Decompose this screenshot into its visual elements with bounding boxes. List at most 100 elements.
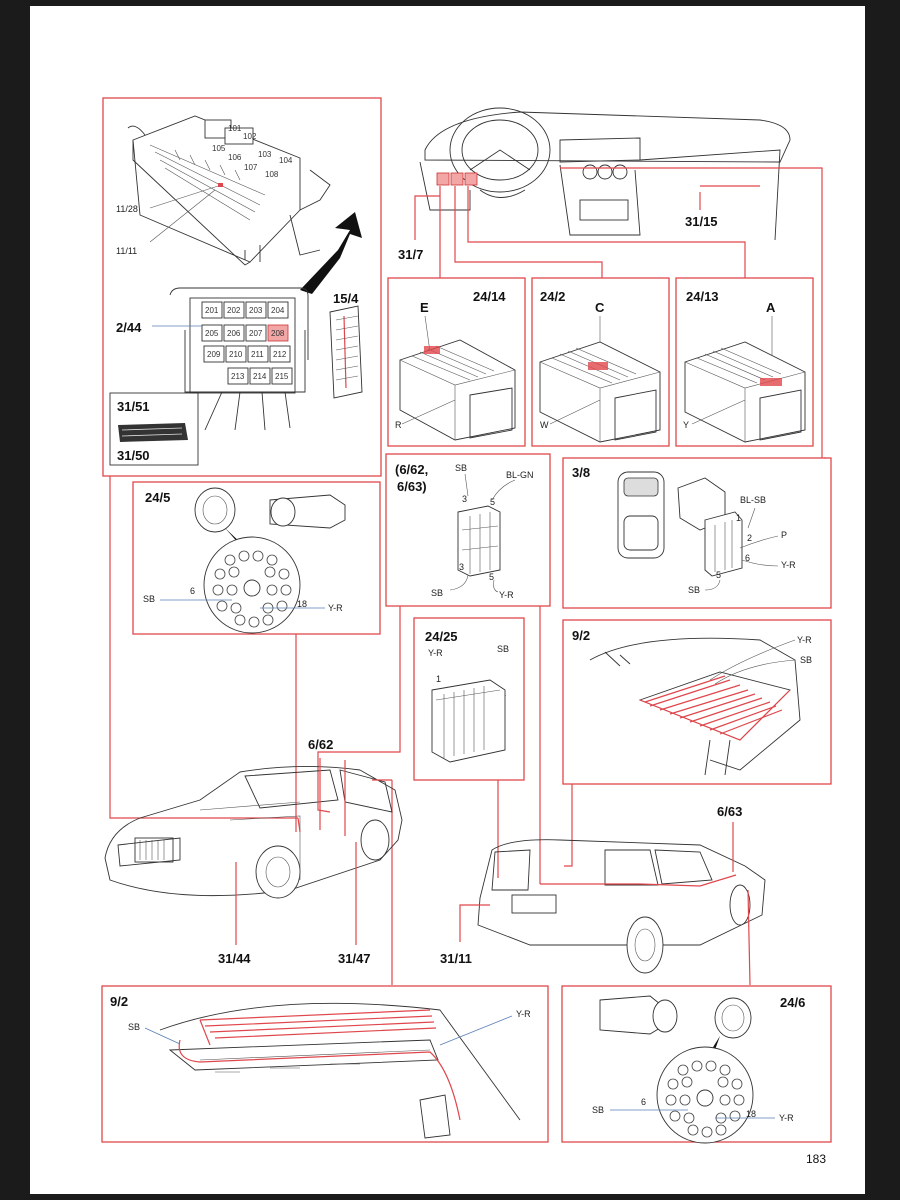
fuse-101: 101 xyxy=(228,124,242,133)
svg-text:Y-R: Y-R xyxy=(797,635,812,645)
manual-page: 101 102 103 104 105 106 107 108 11/28 11… xyxy=(30,6,865,1194)
svg-text:1: 1 xyxy=(436,674,441,684)
svg-text:5: 5 xyxy=(489,572,494,582)
fuse-103: 103 xyxy=(258,150,272,159)
label-11-28: 11/28 xyxy=(116,204,138,214)
svg-text:SB: SB xyxy=(688,585,700,595)
switch-3-8: 3/8 BL-SB 1 P 2 6 Y-R 5 SB xyxy=(562,457,832,609)
svg-text:2: 2 xyxy=(747,533,752,543)
svg-text:24/6: 24/6 xyxy=(780,995,805,1010)
svg-text:SB: SB xyxy=(431,588,443,598)
fusebox-panel: 101 102 103 104 105 106 107 108 11/28 11… xyxy=(102,97,382,477)
relay-205: 205 xyxy=(205,329,219,338)
svg-text:Y-R: Y-R xyxy=(499,590,514,600)
label-31-51: 31/51 xyxy=(117,399,150,414)
svg-text:6: 6 xyxy=(641,1097,646,1107)
interior-9-2: 9/2 SB Y-R xyxy=(101,985,549,1143)
svg-text:W: W xyxy=(540,420,549,430)
wagon-drawing: 6/63 31/11 xyxy=(440,804,766,986)
svg-text:5: 5 xyxy=(716,570,721,580)
svg-text:6/63): 6/63) xyxy=(397,479,427,494)
svg-text:9/2: 9/2 xyxy=(110,994,128,1009)
dashboard-drawing: 31/15 31/7 xyxy=(398,107,823,458)
wiring-diagram: 101 102 103 104 105 106 107 108 11/28 11… xyxy=(101,97,832,1166)
connector-6-62: (6/62, 6/63) SB BL-GN 3 5 3 5 SB Y-R xyxy=(385,453,551,607)
sedan-drawing: 6/62 31/44 31/47 xyxy=(104,737,403,966)
fuse-106: 106 xyxy=(228,153,242,162)
label-11-11: 11/11 xyxy=(116,246,137,256)
connector-block-c: 24/2 C W xyxy=(531,277,670,447)
label-31-50: 31/50 xyxy=(117,448,150,463)
sedan-label-31-44: 31/44 xyxy=(218,951,251,966)
connector-block-e: 24/14 E R xyxy=(387,277,526,447)
label-31-15: 31/15 xyxy=(685,214,718,229)
relay-206: 206 xyxy=(227,329,241,338)
svg-text:BL-SB: BL-SB xyxy=(740,495,766,505)
svg-text:BL-GN: BL-GN xyxy=(506,470,534,480)
svg-text:SB: SB xyxy=(455,463,467,473)
svg-text:6: 6 xyxy=(745,553,750,563)
svg-text:9/2: 9/2 xyxy=(572,628,590,643)
relay-208: 208 xyxy=(271,329,285,338)
svg-text:24/2: 24/2 xyxy=(540,289,565,304)
connector-block-a: 24/13 A Y xyxy=(675,277,814,447)
relay-213: 213 xyxy=(231,372,245,381)
wagon-label-6-63: 6/63 xyxy=(717,804,742,819)
svg-text:P: P xyxy=(781,530,787,540)
svg-text:Y-R: Y-R xyxy=(779,1113,794,1123)
svg-text:R: R xyxy=(395,420,402,430)
relay-207: 207 xyxy=(249,329,263,338)
relay-215: 215 xyxy=(275,372,289,381)
svg-text:6: 6 xyxy=(190,586,195,596)
label-2-44: 2/44 xyxy=(116,320,142,335)
connector-24-25: 24/25 Y-R SB 1 14 xyxy=(413,617,525,781)
svg-text:3/8: 3/8 xyxy=(572,465,590,480)
svg-text:24/13: 24/13 xyxy=(686,289,719,304)
svg-text:24/14: 24/14 xyxy=(473,289,506,304)
wagon-label-31-11: 31/11 xyxy=(440,951,472,966)
svg-text:SB: SB xyxy=(800,655,812,665)
svg-text:SB: SB xyxy=(497,644,509,654)
svg-text:A: A xyxy=(766,300,776,315)
fuse-104: 104 xyxy=(279,156,293,165)
svg-text:SB: SB xyxy=(143,594,155,604)
svg-text:5: 5 xyxy=(490,497,495,507)
fuse-107: 107 xyxy=(244,163,258,172)
sedan-label-31-47: 31/47 xyxy=(338,951,371,966)
connector-24-6: 24/6 SB 6 18 Y-R xyxy=(561,985,832,1144)
svg-text:SB: SB xyxy=(128,1022,140,1032)
svg-text:24/5: 24/5 xyxy=(145,490,170,505)
svg-text:1: 1 xyxy=(736,513,741,523)
svg-text:24/25: 24/25 xyxy=(425,629,458,644)
relay-211: 211 xyxy=(251,350,264,359)
svg-text:3: 3 xyxy=(459,562,464,572)
svg-text:C: C xyxy=(595,300,605,315)
rear-view-9-2: 9/2 Y-R SB xyxy=(562,619,832,785)
label-31-7: 31/7 xyxy=(398,247,423,262)
relay-214: 214 xyxy=(253,372,267,381)
svg-text:Y-R: Y-R xyxy=(516,1009,531,1019)
fuse-102: 102 xyxy=(243,132,257,141)
routing-wires xyxy=(109,457,826,985)
page-number: 183 xyxy=(806,1152,826,1166)
relay-209: 209 xyxy=(207,350,221,359)
fuse-108: 108 xyxy=(265,170,279,179)
relay-203: 203 xyxy=(249,306,263,315)
svg-text:3: 3 xyxy=(462,494,467,504)
svg-text:18: 18 xyxy=(297,599,307,609)
connector-24-5: 24/5 SB 6 18 Y-R xyxy=(132,481,381,635)
svg-text:Y-R: Y-R xyxy=(328,603,343,613)
svg-text:Y-R: Y-R xyxy=(781,560,796,570)
relay-204: 204 xyxy=(271,306,285,315)
fuse-105: 105 xyxy=(212,144,226,153)
svg-text:SB: SB xyxy=(592,1105,604,1115)
label-15-4: 15/4 xyxy=(333,291,359,306)
svg-text:Y: Y xyxy=(683,420,689,430)
svg-text:E: E xyxy=(420,300,429,315)
svg-text:18: 18 xyxy=(746,1109,756,1119)
svg-text:(6/62,: (6/62, xyxy=(395,462,428,477)
relay-202: 202 xyxy=(227,306,241,315)
svg-text:Y-R: Y-R xyxy=(428,648,443,658)
relay-210: 210 xyxy=(229,350,243,359)
